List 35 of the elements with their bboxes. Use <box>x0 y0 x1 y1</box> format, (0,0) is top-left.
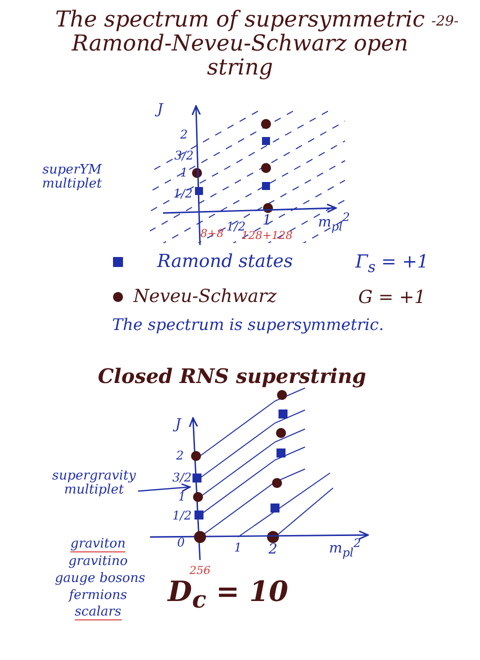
tick-label: 3/2 <box>174 149 194 163</box>
tick-label: 1 <box>180 166 188 180</box>
tick-label: 2 <box>180 128 188 142</box>
legend-label: Ramond states <box>157 252 293 272</box>
particle-label: gauge bosons <box>54 572 146 586</box>
tick-label: 3/2 <box>172 471 192 485</box>
arrow <box>138 483 191 492</box>
multiplet-points-drawing <box>191 451 206 543</box>
heading: Closed RNS superstring <box>98 365 366 387</box>
legend-label: Neveu-Schwarz <box>133 287 277 307</box>
tick-label: 1 <box>262 213 272 229</box>
tick-label: 1/2 <box>172 509 192 523</box>
note: The spectrum is supersymmetric. <box>112 316 384 334</box>
tick-label: 1 <box>178 490 186 504</box>
particle-label: gravitino <box>68 554 128 570</box>
equation: D$_{c}$ = 10 <box>168 576 288 614</box>
axis-label: J <box>157 102 163 118</box>
multiplet-label: superYM multiplet <box>41 164 103 192</box>
particle-label: graviton <box>70 537 126 553</box>
degeneracy-label: 128+128 <box>241 230 293 242</box>
degeneracy-label: 256 <box>190 564 210 578</box>
tick-label: 1/2 <box>173 187 193 201</box>
tick-label: 2 <box>268 542 278 558</box>
title: The spectrum of supersymmetric Ramond-Neveu-Schwarz open string <box>54 8 426 82</box>
page-number: -29- <box>431 14 459 30</box>
equation: Γ$_{s}$ = +1 <box>355 252 429 276</box>
tick-label: 1 <box>234 541 242 555</box>
multiplet-label: supergravity multiplet <box>52 470 136 498</box>
tick-label: 2 <box>176 449 184 463</box>
degeneracy-label: 8+8 <box>200 228 224 240</box>
tick-label: 0 <box>177 536 185 550</box>
equation: G = +1 <box>358 288 426 308</box>
particle-label: fermions <box>68 588 128 604</box>
axis-label: J <box>175 417 181 433</box>
particle-label: scalars <box>74 605 122 621</box>
